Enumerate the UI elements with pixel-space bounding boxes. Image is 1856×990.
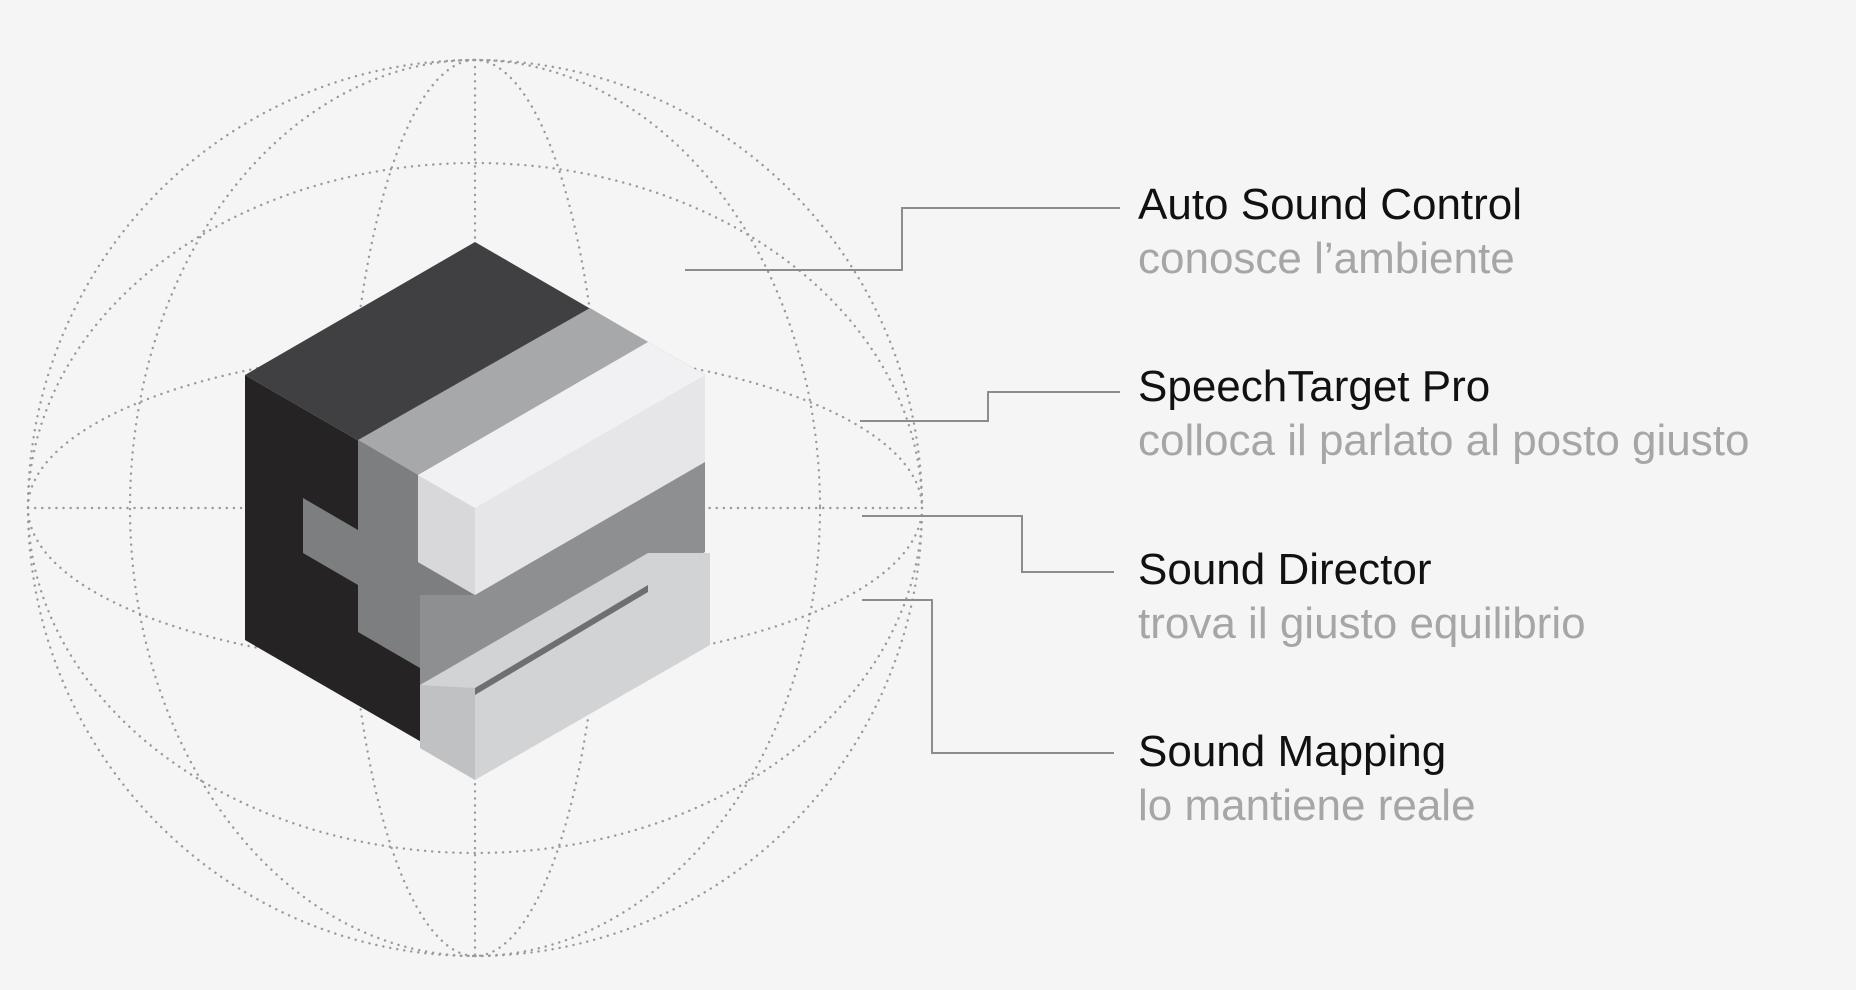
feature-subtitle: colloca il parlato al posto giusto [1138,416,1750,465]
globe-meridian-mid [128,58,822,958]
feature-subtitle: conosce l’ambiente [1138,234,1515,283]
cube-slab-top-front [418,475,475,595]
feature-title: Sound Director [1138,545,1432,594]
cube-slab-low-front [420,685,475,780]
cube-slab-top-upper [418,342,705,508]
feature-speechtarget-pro: SpeechTarget Pro colloca il parlato al p… [1138,360,1749,468]
connector-sound-director [862,515,1114,573]
feature-auto-sound-control: Auto Sound Control conosce l’ambiente [1138,178,1522,286]
feature-title: SpeechTarget Pro [1138,362,1491,411]
wireframe-globe [26,58,924,958]
feature-title: Sound Mapping [1138,727,1447,776]
connector-auto-sound-control [685,207,1120,271]
feature-title: Auto Sound Control [1138,180,1523,229]
feature-subtitle: trova il giusto equilibrio [1138,599,1586,648]
cube-logo [245,242,710,780]
cube-slab-mid [420,462,705,685]
connector-lines [685,207,1120,754]
cube-slab-low [420,553,710,780]
cube-band-top-mid [358,308,648,475]
connector-sound-mapping [862,599,1114,754]
connector-speechtarget-pro [860,391,1120,422]
feature-subtitle: lo mantiene reale [1138,781,1476,830]
feature-sound-director: Sound Director trova il giusto equilibri… [1138,543,1586,651]
cube-slab-low-shadow [475,585,648,695]
feature-sound-mapping: Sound Mapping lo mantiene reale [1138,725,1476,833]
